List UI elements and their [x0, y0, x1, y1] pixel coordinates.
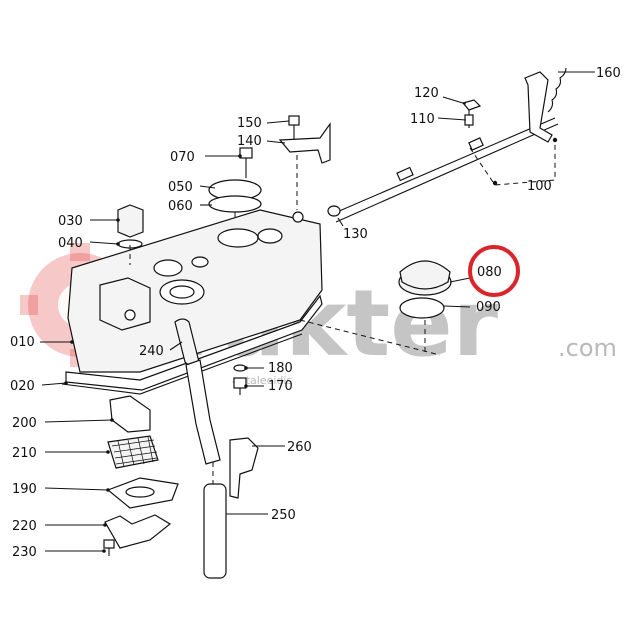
callout-160: 160: [596, 66, 621, 81]
callout-130: 130: [343, 227, 368, 242]
callout-040: 040: [58, 236, 83, 251]
callout-150: 150: [237, 116, 262, 131]
highlight-ring: [468, 245, 520, 297]
callout-210: 210: [12, 446, 37, 461]
callout-120: 120: [414, 86, 439, 101]
callout-260: 260: [287, 440, 312, 455]
callout-090: 090: [476, 300, 501, 315]
callout-030: 030: [58, 214, 83, 229]
ring-130: [327, 205, 341, 217]
callout-080: 080: [477, 265, 502, 280]
callout-020: 020: [10, 379, 35, 394]
rocker-cover-010: [65, 209, 441, 391]
callout-140: 140: [237, 134, 262, 149]
callout-070: 070: [170, 150, 195, 165]
hose-250: [185, 359, 227, 579]
leader-lines: [40, 71, 595, 553]
callout-230: 230: [12, 545, 37, 560]
shaft-assembly: [329, 67, 567, 223]
clip-260: [229, 437, 259, 499]
cover-050-060: [208, 147, 262, 230]
callout-050: 050: [168, 180, 193, 195]
cap-030-040: [117, 204, 144, 249]
callout-200: 200: [12, 416, 37, 431]
callout-190: 190: [12, 482, 37, 497]
watermark-domain: .com: [558, 334, 617, 362]
callout-110: 110: [410, 112, 435, 127]
callout-220: 220: [12, 519, 37, 534]
callout-170: 170: [268, 379, 293, 394]
callout-240: 240: [139, 344, 164, 359]
callout-060: 060: [168, 199, 193, 214]
filter-210: [107, 435, 159, 469]
callout-180: 180: [268, 361, 293, 376]
callout-010: 010: [10, 335, 35, 350]
callout-labels: 160 120 110 150 140 070 050 060 100 030 …: [10, 66, 621, 560]
gasket-020: [61, 333, 303, 395]
screw-170-180: [233, 364, 247, 395]
breather-parts: [103, 395, 179, 556]
callout-100: 100: [527, 179, 552, 194]
callout-250: 250: [271, 508, 296, 523]
bracket-140-150: [278, 115, 331, 210]
watermark-tagline: agtaleoidis: [232, 374, 292, 387]
